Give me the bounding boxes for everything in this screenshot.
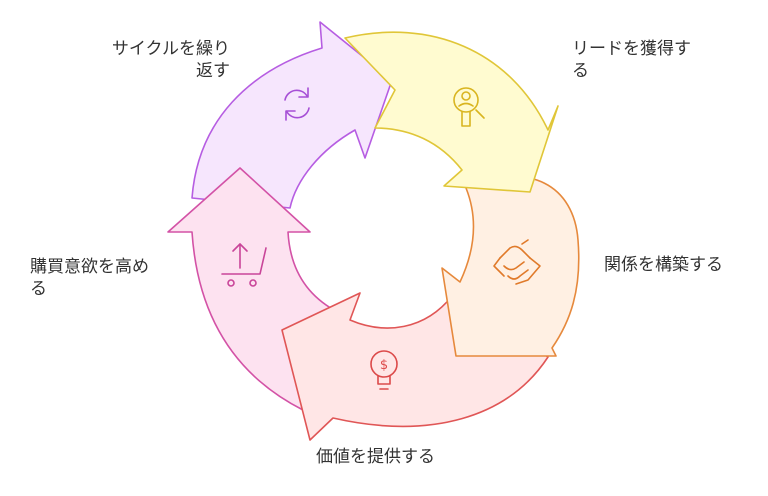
label-repeat-cycle: サイクルを繰り 返す (111, 39, 230, 81)
label-provide-value: 価値を提供する (316, 447, 435, 467)
handshake-icon (493, 239, 541, 285)
label-acquire-lead: リードを獲得す る (572, 39, 691, 81)
label-build-relationship: 関係を構築する (604, 255, 723, 275)
segment-repeat-cycle (191, 21, 393, 209)
segment-acquire-lead (344, 31, 559, 193)
label-increase-desire: 購買意欲を高め る (30, 257, 149, 299)
svg-text:$: $ (380, 358, 388, 373)
cart-upward-icon (221, 243, 267, 287)
refresh-cycle-icon (284, 87, 310, 121)
lightbulb-dollar-icon: $ (370, 350, 398, 390)
segment-build-relationship (441, 175, 580, 357)
lead-person-icon (453, 87, 485, 127)
